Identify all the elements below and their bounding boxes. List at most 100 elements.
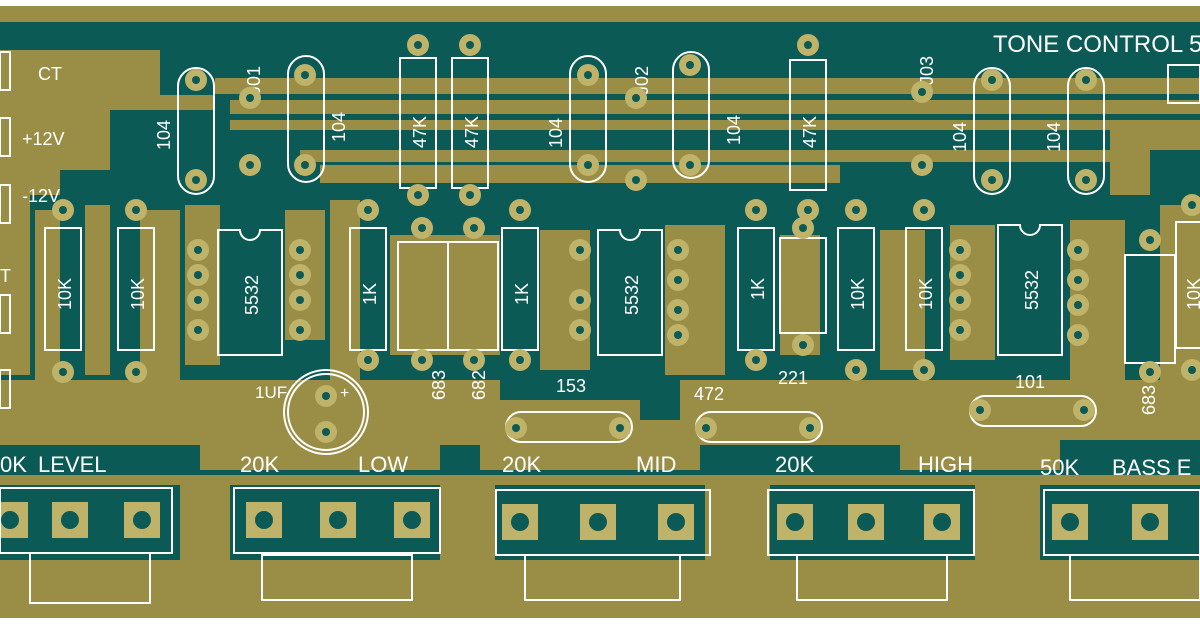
pot-drill-hole bbox=[511, 513, 529, 531]
drill-hole bbox=[674, 246, 682, 254]
pot-drill-hole bbox=[857, 513, 875, 531]
drill-hole bbox=[804, 206, 812, 214]
drill-hole bbox=[799, 224, 807, 232]
conn-label-plus12: +12V bbox=[22, 129, 65, 149]
drill-hole bbox=[852, 366, 860, 374]
conn-label-t: T bbox=[0, 266, 11, 286]
cap-label-104-5: 104 bbox=[950, 122, 970, 152]
pot-name-low: LOW bbox=[358, 452, 408, 477]
drill-hole bbox=[799, 341, 807, 349]
drill-hole bbox=[674, 306, 682, 314]
res-label-1k-1: 1K bbox=[360, 283, 380, 305]
drill-hole bbox=[418, 224, 426, 232]
res-label-10k-1: 10K bbox=[55, 278, 75, 310]
drill-hole bbox=[466, 191, 474, 199]
pot-outlines bbox=[0, 487, 1200, 604]
drill-hole bbox=[1146, 236, 1154, 244]
pot-value-low: 20K bbox=[240, 452, 279, 477]
pot-drill-hole bbox=[255, 511, 273, 529]
electrolytic-label: 1UF bbox=[255, 383, 287, 402]
pot-drill-hole bbox=[1, 511, 19, 529]
drill-hole bbox=[1082, 76, 1090, 84]
pot-value-high: 20K bbox=[775, 452, 814, 477]
pot-value-mid: 20K bbox=[502, 452, 541, 477]
drill-hole bbox=[1074, 331, 1082, 339]
jumper-j03: J03 bbox=[917, 56, 937, 85]
board-title: TONE CONTROL 5 bbox=[993, 31, 1200, 58]
drill-hole bbox=[576, 246, 584, 254]
cap-label-683-2: 683 bbox=[1139, 385, 1159, 415]
cap-label-472: 472 bbox=[694, 384, 724, 404]
drill-hole bbox=[296, 271, 304, 279]
pot-name-mid: MID bbox=[636, 452, 676, 477]
drill-hole bbox=[418, 356, 426, 364]
cap-label-104-1: 104 bbox=[154, 120, 174, 150]
drill-hole bbox=[584, 71, 592, 79]
drill-hole bbox=[301, 161, 309, 169]
cap-label-104-4: 104 bbox=[724, 115, 744, 145]
drill-hole bbox=[414, 41, 422, 49]
drill-hole bbox=[806, 424, 814, 432]
drill-hole bbox=[702, 424, 710, 432]
drill-hole bbox=[59, 206, 67, 214]
drill-hole bbox=[512, 424, 520, 432]
drill-hole bbox=[956, 271, 964, 279]
drill-hole bbox=[976, 406, 984, 414]
drill-hole bbox=[194, 326, 202, 334]
drill-hole bbox=[246, 161, 254, 169]
drill-hole bbox=[322, 428, 330, 436]
pot-drill-hole bbox=[403, 511, 421, 529]
pot-drill-hole bbox=[61, 511, 79, 529]
cap-label-101: 101 bbox=[1015, 372, 1045, 392]
drill-hole bbox=[1188, 366, 1196, 374]
pot-name-high: HIGH bbox=[918, 452, 973, 477]
cap-label-104-2: 104 bbox=[329, 112, 349, 142]
drill-hole bbox=[296, 246, 304, 254]
drill-hole bbox=[132, 206, 140, 214]
drill-hole bbox=[1080, 406, 1088, 414]
drill-hole bbox=[804, 41, 812, 49]
connector-pads bbox=[0, 51, 1200, 409]
ic-label-3: 5532 bbox=[1022, 270, 1042, 310]
drill-hole bbox=[632, 176, 640, 184]
drill-hole bbox=[988, 176, 996, 184]
drill-hole bbox=[616, 424, 624, 432]
drill-hole bbox=[470, 224, 478, 232]
cap-label-683-1: 683 bbox=[429, 370, 449, 400]
drill-hole bbox=[246, 94, 254, 102]
drill-hole bbox=[364, 356, 372, 364]
cap-label-104-6: 104 bbox=[1044, 122, 1064, 152]
drill-hole bbox=[470, 356, 478, 364]
pot-drill-hole bbox=[329, 511, 347, 529]
res-label-1k-3: 1K bbox=[748, 278, 768, 300]
pot-value-level: 0K bbox=[0, 452, 27, 477]
drill-hole bbox=[752, 356, 760, 364]
drill-hole bbox=[414, 191, 422, 199]
drill-hole bbox=[1074, 301, 1082, 309]
drill-hole bbox=[194, 246, 202, 254]
drill-hole bbox=[296, 326, 304, 334]
drill-hole bbox=[1074, 276, 1082, 284]
electrolytic-inner bbox=[287, 373, 365, 451]
drill-hole bbox=[852, 206, 860, 214]
drill-hole bbox=[918, 161, 926, 169]
drill-hole bbox=[918, 88, 926, 96]
component-pads bbox=[0, 34, 1200, 540]
drill-hole bbox=[364, 206, 372, 214]
pot-drill-hole bbox=[589, 513, 607, 531]
pot-value-bass: 50K bbox=[1040, 455, 1079, 480]
copper-traces bbox=[0, 50, 1200, 610]
drill-hole bbox=[192, 176, 200, 184]
drill-hole bbox=[576, 326, 584, 334]
electrolytic-outline bbox=[283, 369, 369, 455]
drill-hole bbox=[192, 76, 200, 84]
drill-hole bbox=[752, 206, 760, 214]
drill-hole bbox=[576, 296, 584, 304]
drill-hole bbox=[301, 71, 309, 79]
drill-hole bbox=[584, 161, 592, 169]
drill-hole bbox=[674, 331, 682, 339]
drill-hole bbox=[632, 94, 640, 102]
res-label-47k-2: 47K bbox=[462, 116, 482, 148]
res-label-10k-3: 10K bbox=[848, 278, 868, 310]
